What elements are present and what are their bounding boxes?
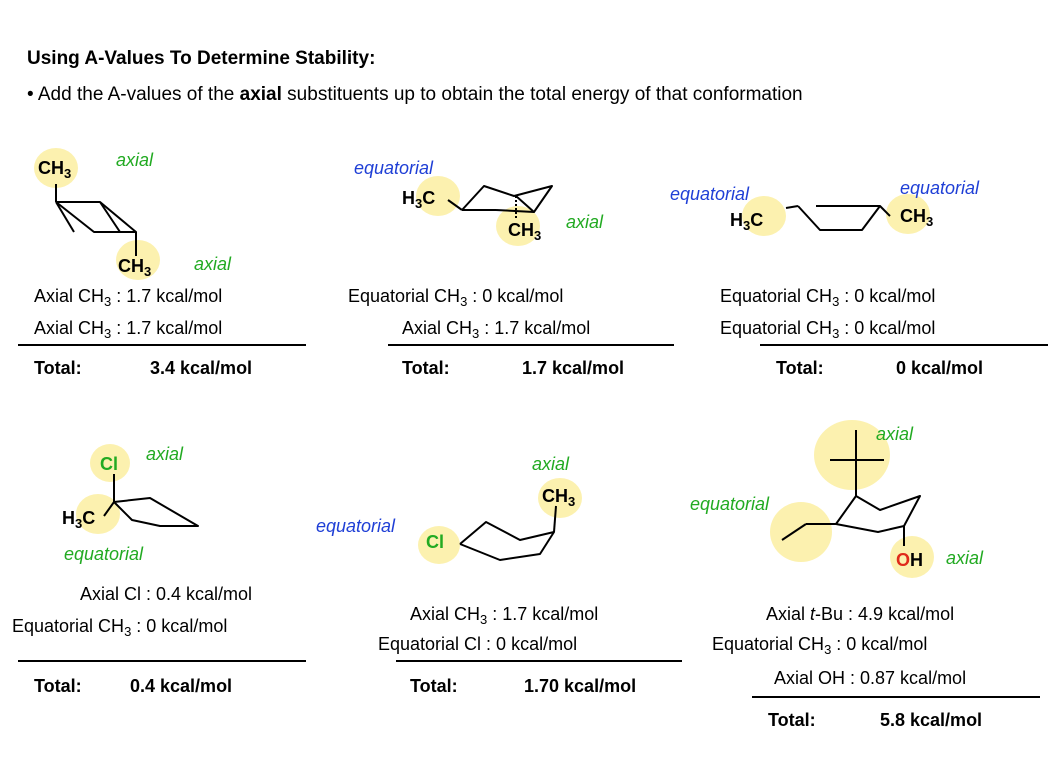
- total-label: Total:: [776, 358, 824, 378]
- group-oh-axial: OH: [896, 550, 924, 570]
- group-h3c-equatorial: H3C: [62, 508, 96, 531]
- highlight-eq-h3c-2: [416, 176, 460, 216]
- sum-divider: [18, 344, 306, 346]
- total-label: Total:: [768, 710, 816, 730]
- total-value: 3.4 kcal/mol: [150, 358, 253, 378]
- group-h3c-equatorial: H3C: [402, 188, 436, 211]
- energy-line: Equatorial Cl : 0 kcal/mol: [378, 634, 578, 654]
- total-value: 0.4 kcal/mol: [130, 676, 233, 696]
- total-label: Total:: [402, 358, 450, 378]
- chair-3: [797, 205, 881, 231]
- group-ch3-axial-bottom: CH3: [118, 256, 152, 279]
- label-axial: axial: [946, 548, 984, 568]
- label-equatorial: equatorial: [690, 494, 770, 514]
- chair-1: [55, 201, 137, 233]
- group-cl-axial: Cl: [100, 454, 118, 474]
- total-value: 0 kcal/mol: [896, 358, 984, 378]
- total-value: 1.7 kcal/mol: [522, 358, 625, 378]
- group-h3c-equatorial: H3C: [730, 210, 764, 233]
- chair-5: [459, 521, 555, 561]
- label-axial: axial: [116, 150, 154, 170]
- label-equatorial: equatorial: [316, 516, 396, 536]
- highlight-axial-cl-4: [90, 444, 130, 482]
- total-label: Total:: [410, 676, 458, 696]
- energy-line: Equatorial CH3 : 0 kcal/mol: [712, 634, 928, 657]
- energy-line: Equatorial CH3 : 0 kcal/mol: [720, 318, 936, 341]
- group-ch3-axial: CH3: [508, 220, 542, 243]
- label-axial: axial: [566, 212, 604, 232]
- sum-divider: [396, 660, 682, 662]
- label-axial: axial: [532, 454, 570, 474]
- group-cl-equatorial: Cl: [426, 532, 444, 552]
- highlight-axial-ch3-top: [34, 148, 78, 188]
- energy-line: Axial CH3 : 1.7 kcal/mol: [410, 604, 599, 627]
- label-equatorial: equatorial: [900, 178, 980, 198]
- label-equatorial: equatorial: [354, 158, 434, 178]
- label-axial: axial: [194, 254, 232, 274]
- energy-line: Axial t-Bu : 4.9 kcal/mol: [766, 604, 955, 624]
- total-value: 1.70 kcal/mol: [524, 676, 637, 696]
- total-label: Total:: [34, 676, 82, 696]
- highlight-axial-oh-6: [890, 536, 934, 578]
- energy-line: Equatorial CH3 : 0 kcal/mol: [12, 616, 228, 639]
- highlight-axial-tbu-6: [814, 420, 890, 490]
- chair-4: [113, 497, 199, 527]
- sum-divider: [18, 660, 306, 662]
- label-equatorial: equatorial: [64, 544, 144, 564]
- energy-line: Axial CH3 : 1.7 kcal/mol: [402, 318, 591, 341]
- page-title: Using A-Values To Determine Stability:: [27, 48, 376, 69]
- group-ch3-equatorial: CH3: [900, 206, 934, 229]
- sum-divider: [760, 344, 1048, 346]
- highlight-eq-h3c-4: [76, 494, 120, 534]
- highlight-axial-ch3-bottom: [116, 240, 160, 280]
- bullet-text: • Add the A-values of the axial substitu…: [27, 84, 803, 105]
- sum-divider: [388, 344, 674, 346]
- sum-divider: [752, 696, 1040, 698]
- total-label: Total:: [34, 358, 82, 378]
- highlight-eq-ethyl-6: [770, 502, 832, 562]
- energy-line: Equatorial CH3 : 0 kcal/mol: [348, 286, 564, 309]
- energy-line: Axial CH3 : 1.7 kcal/mol: [34, 286, 223, 309]
- highlight-eq-ch3-3: [886, 194, 930, 234]
- highlight-eq-h3c-3: [742, 196, 786, 236]
- chair-6: [835, 495, 921, 533]
- highlight-axial-ch3-5: [538, 478, 582, 518]
- label-axial: axial: [876, 424, 914, 444]
- energy-line: Equatorial CH3 : 0 kcal/mol: [720, 286, 936, 309]
- total-value: 5.8 kcal/mol: [880, 710, 983, 730]
- label-axial: axial: [146, 444, 184, 464]
- group-ch3-axial-top: CH3: [38, 158, 72, 181]
- highlight-eq-cl-5: [418, 526, 460, 564]
- chair-2: [461, 185, 553, 213]
- energy-line: Axial OH : 0.87 kcal/mol: [774, 668, 967, 688]
- group-ch3-axial: CH3: [542, 486, 576, 509]
- energy-line: Axial Cl : 0.4 kcal/mol: [80, 584, 253, 604]
- energy-line: Axial CH3 : 1.7 kcal/mol: [34, 318, 223, 341]
- label-equatorial: equatorial: [670, 184, 750, 204]
